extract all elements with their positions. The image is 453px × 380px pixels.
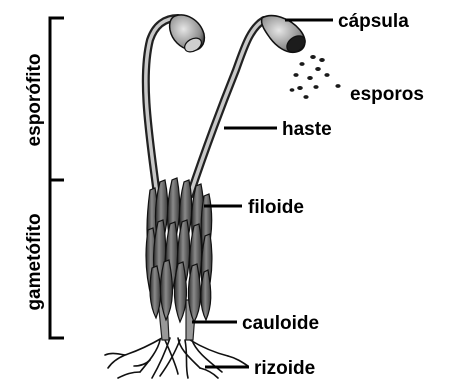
spores-illustration bbox=[290, 55, 341, 99]
rhizoid-label: rizoide bbox=[254, 358, 315, 379]
rhizoid-illustration bbox=[105, 338, 248, 378]
sporophyte-bracket bbox=[50, 18, 64, 180]
stalk-illustration bbox=[146, 18, 264, 195]
phylloid-illustration bbox=[146, 178, 212, 322]
stalk-label: haste bbox=[282, 119, 332, 140]
sporophyte-label: esporófito bbox=[24, 54, 45, 147]
capsule-label: cápsula bbox=[338, 11, 409, 32]
gametophyte-label: gametófito bbox=[24, 213, 45, 310]
cauloid-label: cauloide bbox=[242, 313, 319, 334]
spores-label: esporos bbox=[350, 84, 424, 105]
gametophyte-bracket bbox=[50, 180, 64, 338]
phylloid-label: filoide bbox=[248, 197, 304, 218]
